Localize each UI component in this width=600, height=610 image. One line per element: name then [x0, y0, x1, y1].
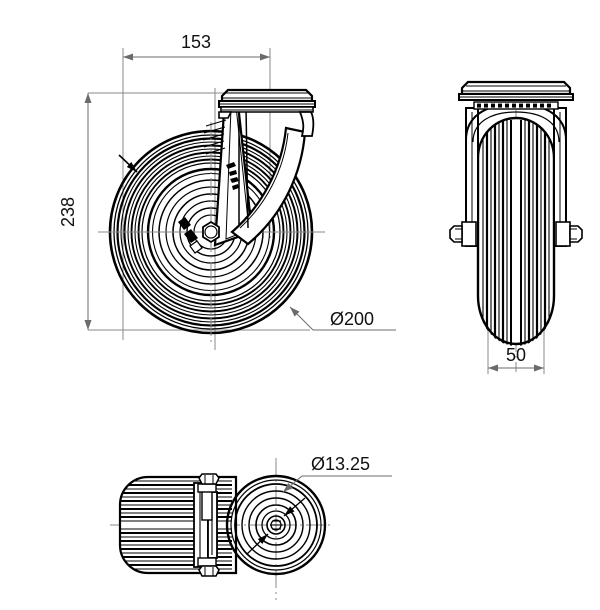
dimension-value-153: 153 [181, 32, 211, 52]
front-fork-arch-inner [472, 111, 560, 143]
dimension-overall-height: 238 [58, 93, 92, 330]
plan-hub-hatch [270, 520, 283, 530]
fork-right-arm [230, 126, 307, 246]
fork-ribs [238, 106, 249, 229]
plan-bolt-bottom [197, 557, 220, 577]
plan-hole-leaders [246, 497, 306, 555]
dimension-overall-width: 153 [123, 32, 270, 61]
dimension-wheel-diameter: Ø200 [289, 306, 396, 331]
axle-hex-nut [202, 220, 220, 244]
plan-tread-lines [120, 480, 232, 570]
dimension-value-d1325: Ø13.25 [311, 454, 370, 474]
front-tread-lines [482, 120, 550, 346]
front-top-plate [458, 80, 574, 110]
dimension-wheel-width: 50 [488, 345, 544, 372]
view-front-elevation: 50 [449, 80, 583, 374]
raceway-balls [477, 103, 551, 108]
front-axle-bolts [449, 221, 583, 247]
rim-valve-detail [178, 217, 203, 254]
dimension-value-238: 238 [58, 197, 78, 227]
tyre-leader-arrow-top [118, 154, 138, 173]
view-plan-bottom: Ø13.25 [110, 454, 392, 600]
dimension-value-d200: Ø200 [330, 309, 374, 329]
dimension-bolt-hole-diameter: Ø13.25 [282, 454, 392, 493]
dimension-value-50: 50 [506, 345, 526, 365]
view-side-elevation: 153 238 Ø200 [58, 32, 396, 350]
plan-wheel-body [118, 475, 238, 575]
fork-hatch-lines [202, 119, 227, 155]
brand-logo-mark [226, 162, 239, 190]
plan-bolt-top [197, 473, 220, 521]
top-mounting-plate [218, 88, 316, 137]
front-tyre-body [476, 116, 556, 346]
